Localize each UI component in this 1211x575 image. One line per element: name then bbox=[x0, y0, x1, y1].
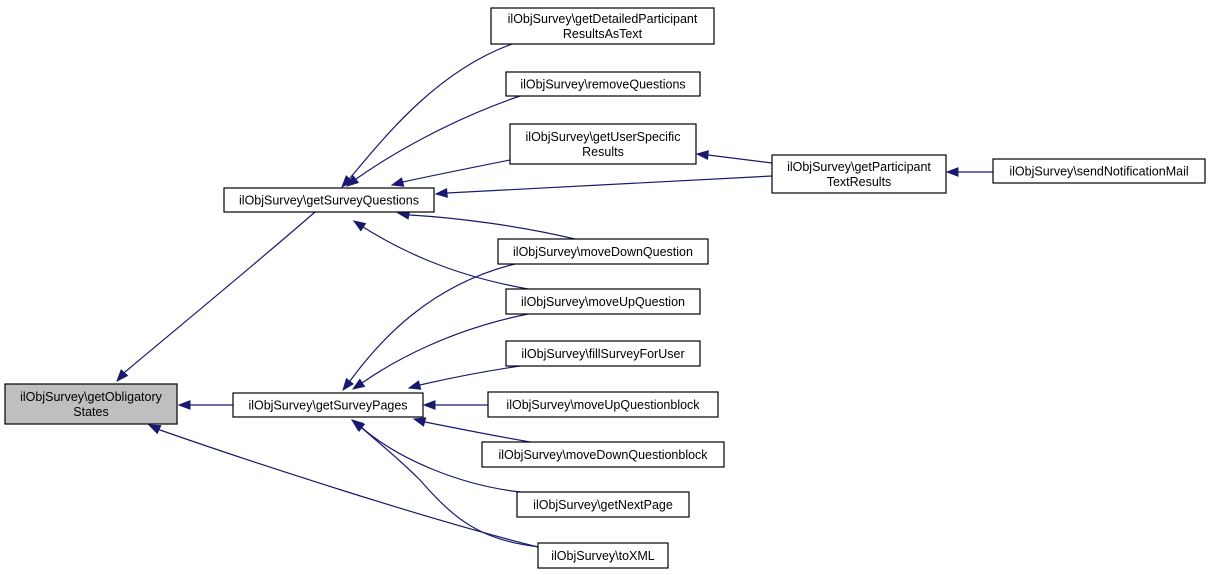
edge-get-survey-pages-to-get-obligatory-states bbox=[177, 400, 233, 410]
node-get-detailed-participant-results-as-text[interactable]: ilObjSurvey\getDetailedParticipantResult… bbox=[490, 7, 715, 45]
edge-line bbox=[419, 365, 521, 386]
arrowhead bbox=[341, 175, 354, 189]
arrowhead bbox=[351, 378, 366, 390]
node-label-line: ilObjSurvey\getSurveyQuestions bbox=[239, 194, 419, 208]
node-move-down-question[interactable]: ilObjSurvey\moveDownQuestion bbox=[497, 238, 709, 265]
edge-line bbox=[349, 43, 513, 179]
arrowhead bbox=[695, 150, 709, 160]
edge-line bbox=[361, 427, 521, 493]
node-move-up-question[interactable]: ilObjSurvey\moveUpQuestion bbox=[505, 288, 701, 315]
edge-send-notification-mail-to-get-participant-text-results bbox=[945, 167, 993, 177]
node-box bbox=[4, 383, 178, 425]
node-label-line: ilObjSurvey\getUserSpecific bbox=[526, 130, 681, 144]
edge-line bbox=[424, 421, 531, 443]
node-label-line: ilObjSurvey\getNextPage bbox=[533, 498, 673, 512]
edge-line bbox=[409, 214, 576, 240]
edge-get-survey-questions-to-get-obligatory-states bbox=[116, 211, 316, 383]
edge-move-down-questionblock-to-get-survey-pages bbox=[412, 417, 531, 443]
edge-to-xml-to-get-survey-pages bbox=[350, 419, 541, 548]
node-box bbox=[497, 238, 709, 265]
arrowhead bbox=[390, 177, 405, 187]
node-get-survey-questions[interactable]: ilObjSurvey\getSurveyQuestions bbox=[223, 187, 435, 213]
node-get-survey-pages[interactable]: ilObjSurvey\getSurveyPages bbox=[232, 392, 424, 418]
node-label-line: ilObjSurvey\moveDownQuestionblock bbox=[498, 448, 708, 462]
node-label-line: ilObjSurvey\fillSurveyForUser bbox=[521, 347, 684, 361]
node-label-line: Results bbox=[582, 145, 624, 159]
node-box bbox=[992, 158, 1206, 184]
node-to-xml[interactable]: ilObjSurvey\toXML bbox=[537, 542, 669, 569]
edge-line bbox=[446, 175, 773, 194]
edge-fill-survey-for-user-to-get-survey-pages bbox=[407, 365, 521, 390]
edge-line-end bbox=[348, 177, 351, 180]
edge-to-xml-to-get-obligatory-states bbox=[147, 424, 539, 548]
edge-line bbox=[349, 263, 516, 382]
node-move-down-questionblock[interactable]: ilObjSurvey\moveDownQuestionblock bbox=[481, 441, 725, 468]
arrowhead bbox=[945, 167, 959, 177]
node-box bbox=[481, 441, 725, 468]
node-label-line: ilObjSurvey\getObligatory bbox=[20, 390, 162, 404]
arrowhead bbox=[342, 377, 354, 392]
edge-line bbox=[402, 159, 511, 183]
edge-move-up-question-to-get-survey-questions bbox=[352, 220, 529, 290]
node-box bbox=[505, 71, 701, 97]
node-box bbox=[505, 288, 701, 315]
edge-get-participant-text-results-to-get-survey-questions bbox=[434, 175, 773, 198]
edge-line bbox=[361, 313, 529, 384]
node-move-up-questionblock[interactable]: ilObjSurvey\moveUpQuestionblock bbox=[487, 391, 719, 418]
node-box bbox=[509, 123, 697, 165]
arrowhead bbox=[422, 400, 436, 410]
edge-get-detailed-participant-results-as-text-to-get-survey-questions bbox=[341, 43, 513, 189]
edge-move-up-question-to-get-survey-pages bbox=[351, 313, 529, 390]
node-label-line: ilObjSurvey\moveUpQuestionblock bbox=[506, 398, 700, 412]
node-box bbox=[487, 391, 719, 418]
edge-line bbox=[707, 154, 773, 164]
arrowhead bbox=[407, 380, 422, 390]
node-send-notification-mail[interactable]: ilObjSurvey\sendNotificationMail bbox=[992, 158, 1206, 184]
edge-move-up-questionblock-to-get-survey-pages bbox=[422, 400, 488, 410]
node-label-line: States bbox=[73, 405, 108, 419]
node-fill-survey-for-user[interactable]: ilObjSurvey\fillSurveyForUser bbox=[505, 340, 701, 367]
node-box bbox=[490, 7, 715, 45]
node-box bbox=[516, 491, 690, 518]
edge-line bbox=[355, 95, 521, 180]
node-label-line: ilObjSurvey\moveUpQuestion bbox=[521, 295, 685, 309]
edge-move-down-question-to-get-survey-questions bbox=[396, 210, 576, 240]
edge-get-user-specific-results-to-get-survey-questions bbox=[390, 159, 511, 187]
edge-move-down-question-to-get-survey-pages bbox=[342, 263, 516, 392]
edges bbox=[116, 43, 993, 548]
edge-line bbox=[360, 426, 541, 548]
arrowhead bbox=[147, 424, 162, 435]
nodes: ilObjSurvey\getObligatoryStatesilObjSurv… bbox=[4, 7, 1206, 569]
node-box bbox=[771, 154, 947, 194]
arrowhead bbox=[434, 188, 448, 198]
node-box bbox=[223, 187, 435, 213]
node-label-line: ilObjSurvey\getParticipant bbox=[787, 160, 931, 174]
node-label-line: ilObjSurvey\getDetailedParticipant bbox=[508, 12, 698, 26]
node-label-line: ResultsAsText bbox=[563, 27, 643, 41]
node-label-line: ilObjSurvey\sendNotificationMail bbox=[1009, 165, 1188, 179]
arrowhead bbox=[177, 400, 191, 410]
edge-get-participant-text-results-to-get-user-specific-results bbox=[695, 150, 773, 164]
node-box bbox=[232, 392, 424, 418]
node-box bbox=[505, 340, 701, 367]
node-label-line: ilObjSurvey\removeQuestions bbox=[520, 78, 685, 92]
node-get-next-page[interactable]: ilObjSurvey\getNextPage bbox=[516, 491, 690, 518]
edge-remove-questions-to-get-survey-questions bbox=[345, 95, 521, 187]
arrowhead bbox=[412, 417, 427, 427]
node-label-line: ilObjSurvey\moveDownQuestion bbox=[513, 245, 693, 259]
edge-line bbox=[362, 226, 529, 290]
node-label-line: ilObjSurvey\getSurveyPages bbox=[248, 399, 407, 413]
node-remove-questions[interactable]: ilObjSurvey\removeQuestions bbox=[505, 71, 701, 97]
node-label-line: TextResults bbox=[827, 175, 892, 189]
edge-line bbox=[124, 211, 316, 373]
arrowhead bbox=[352, 220, 367, 232]
node-label-line: ilObjSurvey\toXML bbox=[551, 549, 655, 563]
node-box bbox=[537, 542, 669, 569]
edge-line-end bbox=[123, 371, 126, 374]
edge-line bbox=[159, 429, 539, 548]
